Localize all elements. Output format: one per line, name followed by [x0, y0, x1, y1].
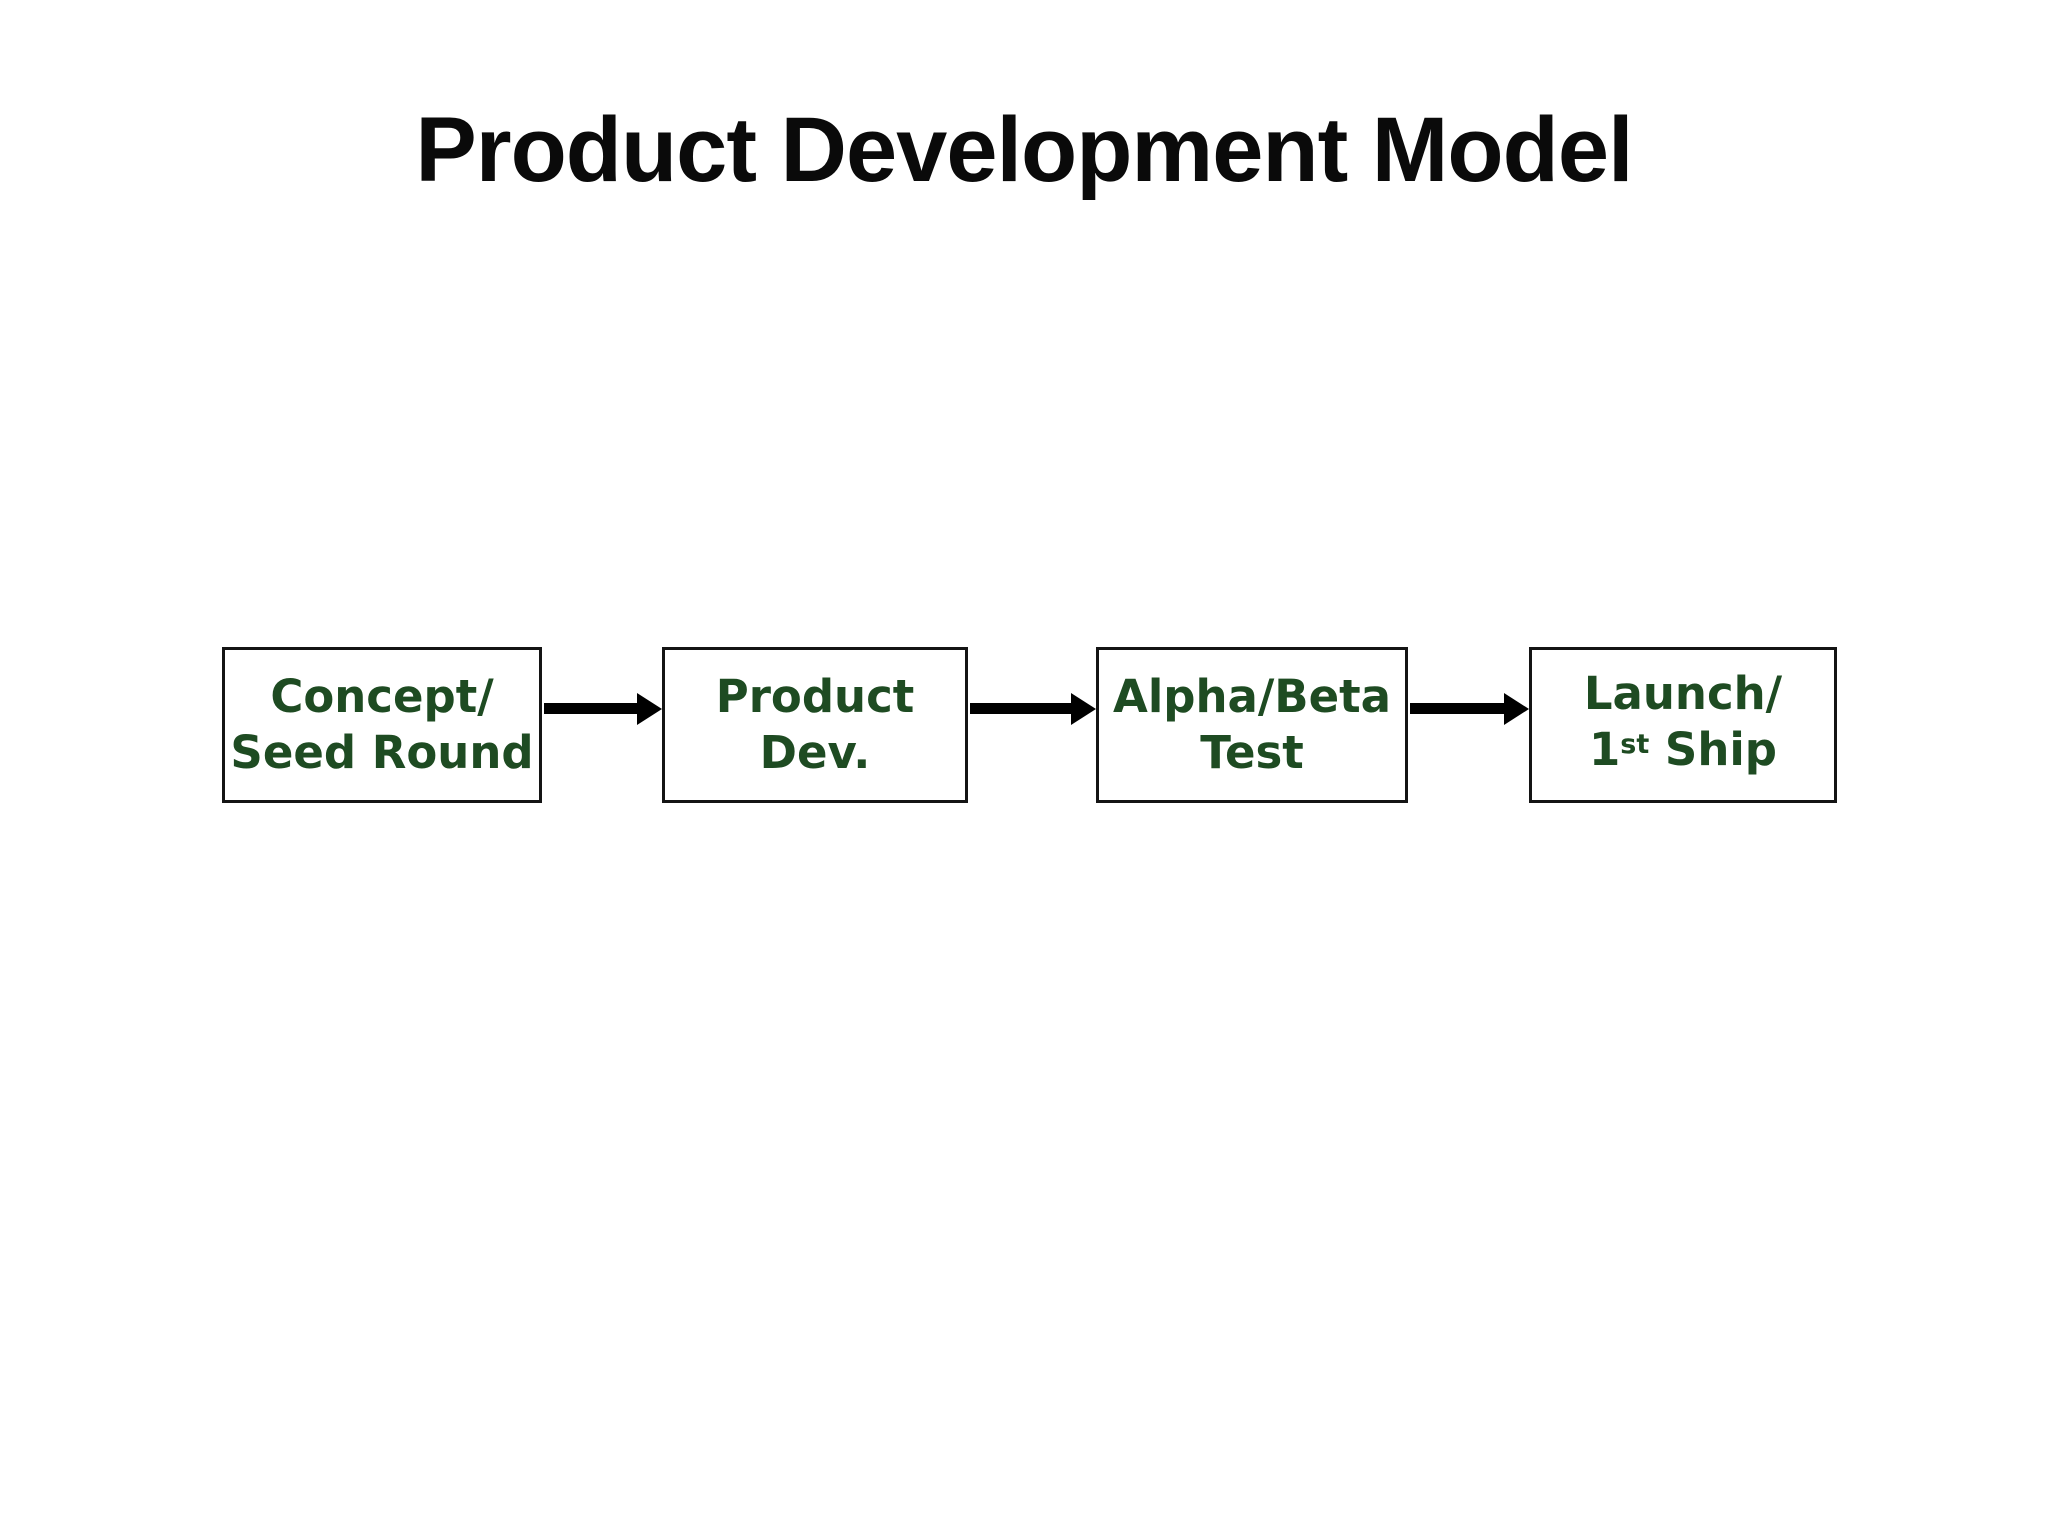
step-box-launch-first-ship: Launch/ 1st Ship — [1529, 647, 1837, 803]
step-label-line1: Product — [715, 670, 915, 723]
step-label-line2: Test — [1200, 726, 1304, 779]
step-label-line2-rest: Ship — [1649, 722, 1778, 776]
arrow-head — [637, 693, 662, 725]
step-label-line2: Seed Round — [230, 726, 534, 779]
step-label-line1: Launch/ — [1583, 666, 1783, 720]
arrow-shaft — [544, 703, 638, 714]
step-label-line1: Concept/ — [270, 670, 494, 723]
step-box-product-dev: Product Dev. — [662, 647, 968, 803]
arrow-shaft — [970, 703, 1072, 714]
arrow-head — [1504, 693, 1529, 725]
page-title: Product Development Model — [415, 99, 1633, 201]
arrow-head — [1071, 693, 1096, 725]
step-label-line2-superscript: st — [1620, 729, 1650, 761]
step-label-line2: 1st Ship — [1589, 722, 1777, 785]
step-label-line2-base: 1 — [1588, 722, 1621, 776]
step-label-line1: Alpha/Beta — [1113, 670, 1391, 723]
step-label-line2: Dev. — [759, 726, 871, 779]
step-box-alpha-beta-test: Alpha/Beta Test — [1096, 647, 1408, 803]
step-box-concept-seed-round: Concept/ Seed Round — [222, 647, 542, 803]
arrow-shaft — [1410, 703, 1505, 714]
